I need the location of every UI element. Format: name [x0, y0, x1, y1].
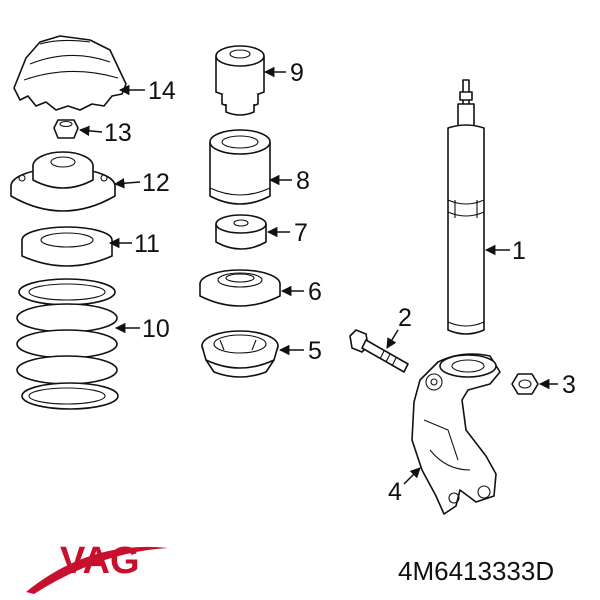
part-12-strut-mount	[10, 151, 116, 212]
callout-8: 8	[296, 167, 310, 195]
leader-2	[386, 329, 399, 349]
part-5-lower-spring-seat	[201, 330, 279, 378]
vag-logo-swoosh	[26, 546, 168, 594]
part-2-bolt	[349, 329, 409, 373]
callout-9: 9	[290, 59, 304, 87]
vag-logo-text: VAG	[60, 540, 140, 582]
callout-3: 3	[562, 371, 576, 399]
callout-5: 5	[308, 337, 322, 365]
callout-12: 12	[142, 169, 170, 197]
part-8-dust-boot	[209, 129, 271, 205]
part-11-spring-pad	[21, 226, 113, 267]
part-4-steering-knuckle	[411, 353, 501, 515]
part-7-spacer	[215, 214, 267, 250]
vag-logo: VAG	[26, 540, 168, 594]
callout-14: 14	[148, 77, 176, 105]
leader-4	[403, 467, 421, 485]
part-10-coil-spring	[16, 278, 119, 410]
leader-12	[113, 178, 141, 189]
callout-13: 13	[104, 119, 132, 147]
callout-6: 6	[308, 278, 322, 306]
callout-labels: 14 13 12 11 10 9 8 7 6 5 1 2 3 4	[104, 59, 576, 506]
part-14-top-cap	[13, 35, 127, 111]
part-3-nut	[511, 373, 539, 395]
part-6-bearing-seat	[199, 269, 281, 307]
callout-11: 11	[134, 230, 160, 258]
part-1-shock-absorber	[447, 79, 485, 335]
leader-13	[78, 125, 103, 137]
part-number: 4M6413333D	[398, 556, 555, 586]
part-13-nut	[53, 119, 79, 139]
callout-4: 4	[388, 478, 402, 506]
part-9-bump-stop	[215, 45, 265, 116]
callout-2: 2	[398, 304, 412, 332]
callout-10: 10	[142, 315, 170, 343]
callout-7: 7	[294, 219, 308, 247]
leader-lines	[78, 66, 558, 485]
callout-1: 1	[512, 237, 526, 265]
